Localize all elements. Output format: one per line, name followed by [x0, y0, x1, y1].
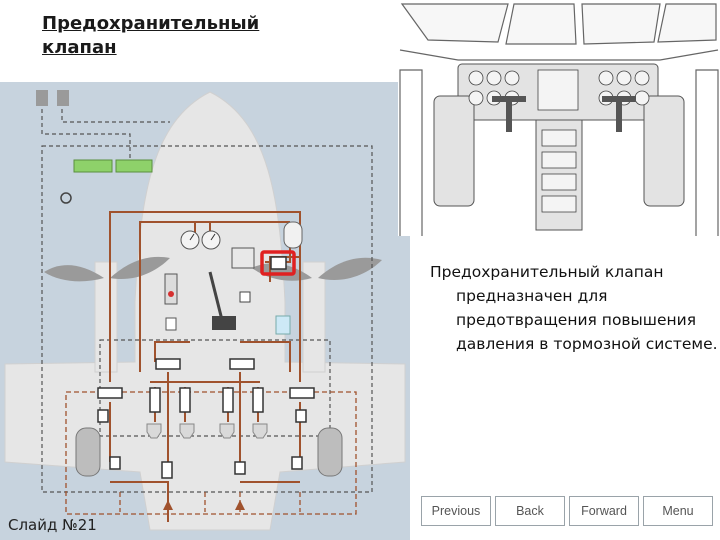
- right-propeller: [252, 257, 382, 281]
- previous-button[interactable]: Previous: [421, 496, 491, 526]
- safety-valve: [270, 256, 287, 270]
- valve-blocks: [97, 358, 315, 479]
- menu-button[interactable]: Menu: [643, 496, 713, 526]
- main-wheels: [75, 427, 343, 477]
- brake-units: [146, 423, 268, 439]
- brake-control-unit: [164, 247, 255, 331]
- back-button[interactable]: Back: [495, 496, 565, 526]
- hydraulic-tank: [275, 315, 291, 335]
- forward-button[interactable]: Forward: [569, 496, 639, 526]
- slide-title: Предохранительный клапан: [42, 13, 260, 58]
- green-valves: [73, 159, 153, 173]
- aircraft-silhouette: [4, 91, 406, 531]
- pressure-switches: [36, 90, 69, 106]
- description-text: Предохранительный клапан предназначен дл…: [430, 263, 718, 353]
- safety-valve-highlight: [260, 250, 296, 276]
- filter-icon: [60, 192, 72, 204]
- slide-number: Слайд №21: [4, 516, 101, 534]
- accumulator: [283, 221, 303, 249]
- cockpit-illustration: [398, 0, 720, 236]
- parking-brake-handle: [208, 271, 236, 330]
- brake-system-diagram: [0, 82, 410, 540]
- flow-arrows: [163, 500, 245, 510]
- pressure-gauges: [180, 230, 221, 250]
